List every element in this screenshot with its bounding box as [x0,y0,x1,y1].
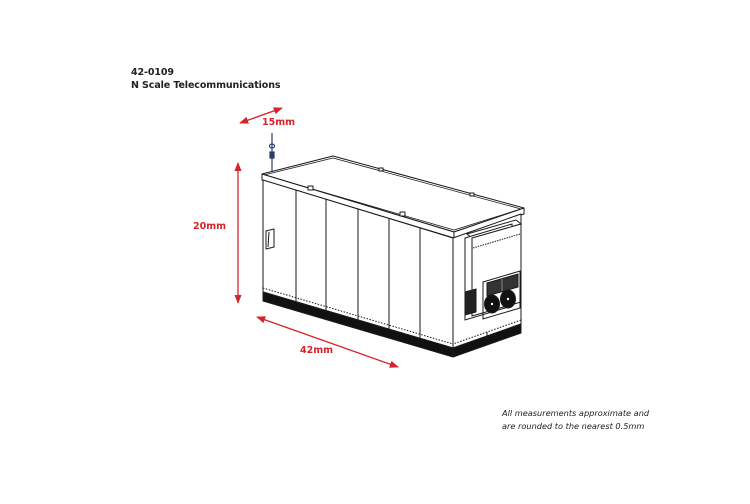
measurement-note: All measurements approximate and are rou… [502,407,649,433]
antenna [268,133,276,176]
product-code: 42-0109 [131,67,174,78]
product-name: N Scale Telecommunications [131,80,281,91]
note-line-2: are rounded to the nearest 0.5mm [502,421,645,431]
depth-label: 15mm [262,117,296,128]
length-label: 42mm [300,345,334,356]
depth-arrow [239,107,283,124]
note-line-1: All measurements approximate and [502,408,650,418]
air-conditioner-unit [464,219,523,321]
title-block: 42-0109 N Scale Telecommunications [131,66,281,92]
length-arrow [256,316,399,368]
height-label: 20mm [193,221,227,232]
door-handle [265,228,275,250]
